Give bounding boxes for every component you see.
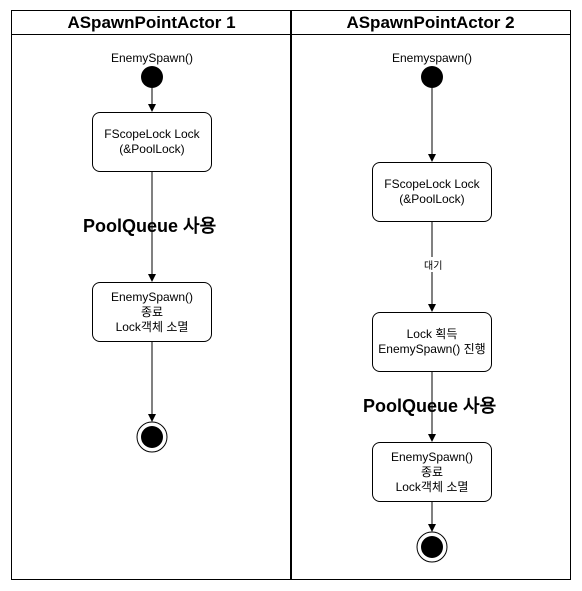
- lane1-start-label: EnemySpawn(): [110, 51, 194, 65]
- lane2-wait-label: 대기: [423, 257, 444, 272]
- lane2-start-label: Enemyspawn(): [391, 51, 473, 65]
- lane1-lock-node: FScopeLock Lock (&PoolLock): [92, 112, 212, 172]
- lane1-poolqueue-label: PoolQueue 사용: [83, 216, 217, 236]
- swimlane-actor-2-title: ASpawnPointActor 2: [291, 11, 570, 35]
- lane2-end-node: EnemySpawn() 종료 Lock객체 소멸: [372, 442, 492, 502]
- lane1-end-node: EnemySpawn() 종료 Lock객체 소멸: [92, 282, 212, 342]
- swimlane-actor-1-title: ASpawnPointActor 1: [12, 11, 291, 35]
- lane2-poolqueue-label: PoolQueue 사용: [363, 396, 497, 416]
- lane2-start-node: [421, 66, 443, 88]
- lane2-acquire-node: Lock 획득 EnemySpawn() 진행: [372, 312, 492, 372]
- lane2-final-node: [416, 531, 448, 563]
- swimlane-actor-1: ASpawnPointActor 1: [11, 10, 292, 580]
- lane1-start-node: [141, 66, 163, 88]
- swimlane-actor-2: ASpawnPointActor 2: [290, 10, 571, 580]
- lane1-final-node: [136, 421, 168, 453]
- lane2-lock-node: FScopeLock Lock (&PoolLock): [372, 162, 492, 222]
